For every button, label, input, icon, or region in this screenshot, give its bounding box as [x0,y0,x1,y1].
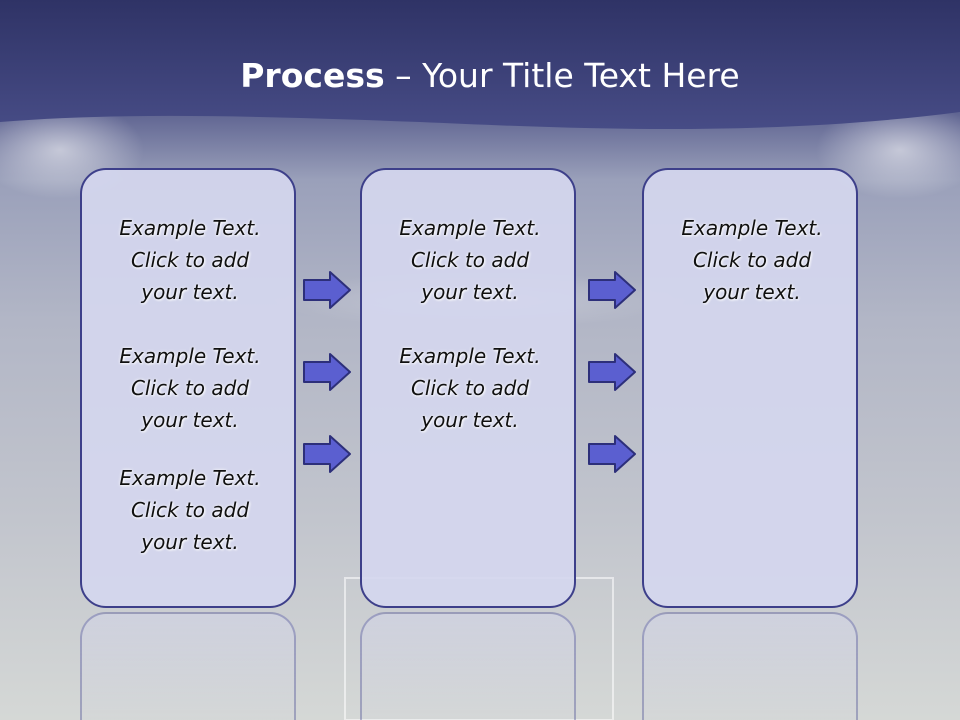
process-box-2-text-1[interactable]: Example Text. Click to add your text. [399,216,541,304]
process-box-2[interactable]: Example Text. Click to add your text. Ex… [360,168,576,608]
process-box-1-text-2[interactable]: Example Text. Click to add your text. [119,344,261,432]
process-box-1[interactable]: Example Text. Click to add your text. Ex… [80,168,296,608]
process-box-3-reflection [642,612,858,720]
slide-title[interactable]: Process – Your Title Text Here [0,54,960,98]
arrow-right-icon[interactable] [302,434,352,474]
arrow-right-icon[interactable] [587,270,637,310]
title-rest: – Your Title Text Here [384,56,740,95]
process-box-2-text-2[interactable]: Example Text. Click to add your text. [399,344,541,432]
header-band [0,0,960,129]
title-bold: Process [240,56,385,95]
process-box-2-reflection [360,612,576,720]
process-box-1-reflection [80,612,296,720]
arrow-right-icon[interactable] [587,352,637,392]
arrow-right-icon[interactable] [587,434,637,474]
process-box-3[interactable]: Example Text. Click to add your text. [642,168,858,608]
process-box-1-text-3[interactable]: Example Text. Click to add your text. [119,466,261,554]
process-box-1-text-1[interactable]: Example Text. Click to add your text. [119,216,261,304]
process-box-3-text-1[interactable]: Example Text. Click to add your text. [681,216,823,304]
arrow-right-icon[interactable] [302,352,352,392]
arrow-right-icon[interactable] [302,270,352,310]
